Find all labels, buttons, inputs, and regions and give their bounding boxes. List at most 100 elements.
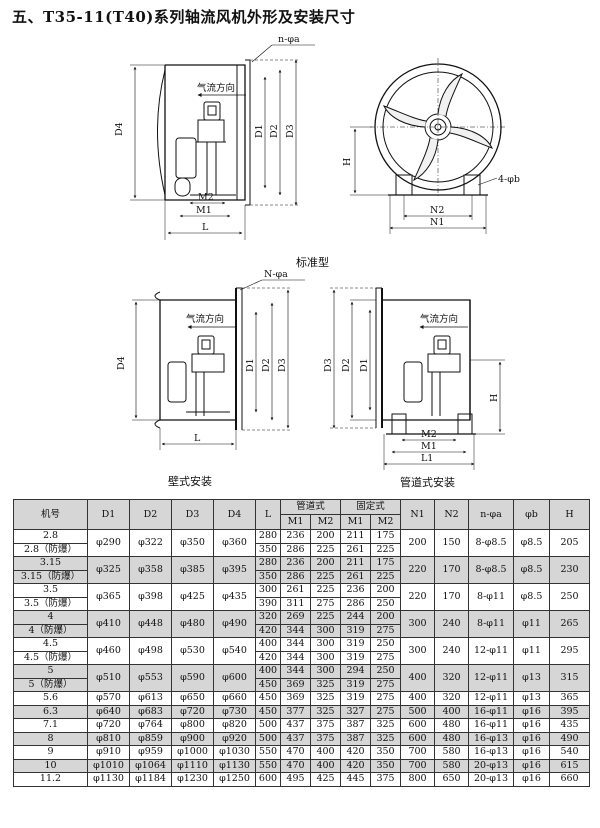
duct-mount-view <box>330 287 505 470</box>
header-duct-group: 管道式 <box>279 499 342 515</box>
table-cell: φ720 <box>87 718 130 733</box>
table-cell: 600 <box>400 731 436 746</box>
table-cell: 325 <box>370 718 402 733</box>
std-l-label: L <box>202 222 209 233</box>
table-cell: 550 <box>255 758 281 773</box>
table-cell: 300 <box>400 637 436 665</box>
table-cell: 175 <box>370 556 402 571</box>
table-cell: φ920 <box>213 731 256 746</box>
header-b: φb <box>513 499 551 530</box>
table-cell: 225 <box>309 583 342 598</box>
header-na: n-φa <box>468 499 515 530</box>
table-cell: 420 <box>255 650 281 665</box>
table-cell: 344 <box>280 623 311 638</box>
table-cell: 10 <box>13 758 88 773</box>
table-cell: 175 <box>370 529 402 544</box>
table-cell: φ395 <box>213 556 256 584</box>
table-cell: 3.15（防爆） <box>13 569 88 584</box>
std-d1-label: D1 <box>254 124 265 138</box>
table-cell: 286 <box>340 596 372 611</box>
table-cell: 2.8（防爆） <box>13 542 88 557</box>
table-cell: φ1130 <box>87 772 130 787</box>
table-cell: 320 <box>255 610 281 625</box>
table-cell: 311 <box>280 596 311 611</box>
table-cell: φ1184 <box>129 772 172 787</box>
table-cell: φ683 <box>129 704 172 719</box>
table-cell: φ498 <box>129 637 172 665</box>
table-cell: 420 <box>255 623 281 638</box>
table-cell: φ460 <box>87 637 130 665</box>
table-cell: 269 <box>280 610 311 625</box>
std-m1-label: M1 <box>196 205 212 216</box>
table-cell: φ900 <box>171 731 214 746</box>
header-n2: N2 <box>434 499 470 530</box>
table-cell: 319 <box>340 623 372 638</box>
table-cell: 480 <box>434 718 470 733</box>
table-cell: 200 <box>370 583 402 598</box>
standard-caption: 标准型 <box>296 256 329 269</box>
table-cell: 437 <box>280 718 311 733</box>
table-cell: 600 <box>255 772 281 787</box>
table-cell: 236 <box>340 583 372 598</box>
header-d3: D3 <box>171 499 214 530</box>
table-cell: φ959 <box>129 745 172 760</box>
table-cell: 225 <box>370 569 402 584</box>
table-cell: 490 <box>549 731 591 746</box>
table-cell: 660 <box>549 772 591 787</box>
table-cell: φ13 <box>513 691 551 706</box>
table-cell: φ600 <box>213 664 256 692</box>
table-cell: 9 <box>13 745 88 760</box>
header-duct-m1: M1 <box>280 514 311 530</box>
table-cell: 400 <box>400 664 436 692</box>
table-cell: φ490 <box>213 610 256 638</box>
std-nphia-label: n-φa <box>278 34 300 45</box>
table-cell: φ16 <box>513 718 551 733</box>
table-cell: 250 <box>370 664 402 679</box>
table-cell: 250 <box>370 637 402 652</box>
table-cell: 500 <box>255 718 281 733</box>
table-cell: 540 <box>549 745 591 760</box>
table-cell: φ290 <box>87 529 130 557</box>
table-cell: 261 <box>340 542 372 557</box>
table-cell: 280 <box>255 556 281 571</box>
table-cell: 2.8 <box>13 529 88 544</box>
table-cell: 387 <box>340 718 372 733</box>
wall-d3-label: D3 <box>277 358 288 372</box>
table-cell: φ820 <box>213 718 256 733</box>
table-cell: 8-φ11 <box>468 583 515 611</box>
std-airflow-label: 气流方向 <box>197 82 235 94</box>
table-cell: 395 <box>549 704 591 719</box>
table-cell: 4.5（防爆） <box>13 650 88 665</box>
table-cell: 225 <box>309 569 342 584</box>
table-cell: 365 <box>549 691 591 706</box>
table-cell: 8 <box>13 731 88 746</box>
std-d2-label: D2 <box>269 124 280 138</box>
table-cell: 275 <box>309 596 342 611</box>
table-cell: 20-φ13 <box>468 772 515 787</box>
table-cell: 3.5 <box>13 583 88 598</box>
table-cell: φ410 <box>87 610 130 638</box>
table-cell: 500 <box>400 704 436 719</box>
table-cell: φ365 <box>87 583 130 611</box>
table-cell: 211 <box>340 529 372 544</box>
table-cell: 220 <box>400 556 436 584</box>
table-cell: φ1010 <box>87 758 130 773</box>
table-cell: φ360 <box>213 529 256 557</box>
table-cell: 230 <box>549 556 591 584</box>
table-cell: 500 <box>255 731 281 746</box>
table-cell: 470 <box>280 758 311 773</box>
table-cell: 400 <box>400 691 436 706</box>
std-n2-label: N2 <box>430 205 444 216</box>
table-cell: φ640 <box>87 704 130 719</box>
